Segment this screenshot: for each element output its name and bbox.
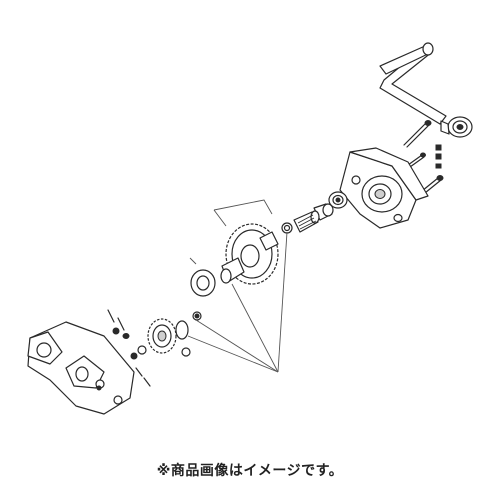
short-pin <box>107 309 151 387</box>
pinion-shaft <box>293 210 320 233</box>
nut <box>435 144 442 169</box>
handle-hub <box>440 116 473 138</box>
small-gear-assembly <box>130 311 202 360</box>
bearing <box>328 191 348 209</box>
front-housing <box>27 321 135 415</box>
thrust-washer <box>281 222 293 234</box>
spur-gear-assembly <box>213 199 279 285</box>
long-bolt <box>403 120 432 148</box>
short-bolt <box>407 152 426 168</box>
leader-lines <box>187 231 288 373</box>
disclaimer-caption: ※商品画像はイメージです。 <box>156 463 344 479</box>
rear-housing <box>339 147 429 229</box>
washer <box>189 257 216 297</box>
crank-handle <box>379 42 447 125</box>
